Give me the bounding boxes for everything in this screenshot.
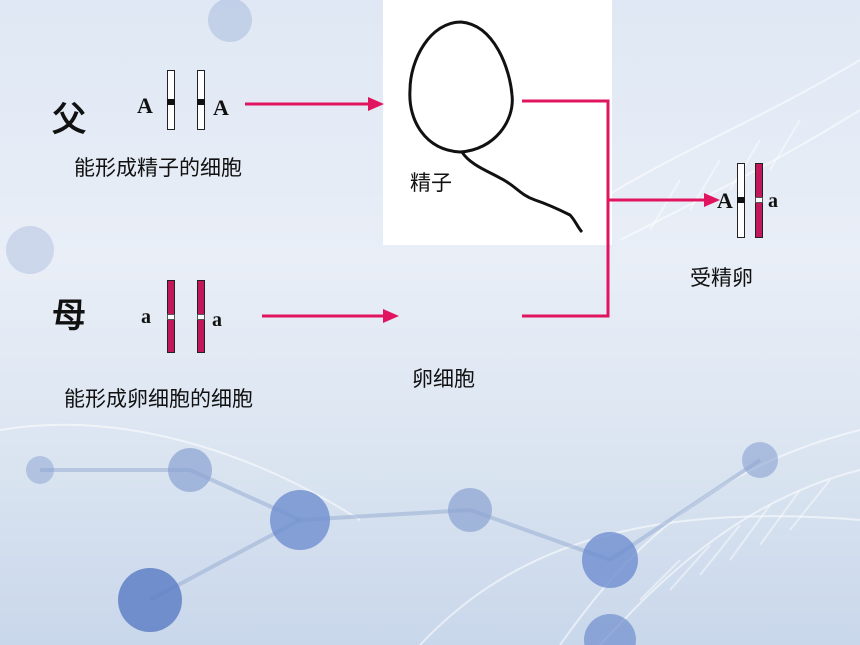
- sperm-label: 精子: [410, 171, 452, 195]
- zygote-allele-right: a: [768, 190, 778, 212]
- sperm-connector: [522, 99, 610, 318]
- mother-allele-right: a: [212, 309, 222, 331]
- zygote-label: 受精卵: [690, 266, 753, 290]
- mother-chromosome-left: [167, 280, 175, 353]
- mother-arrowhead: [383, 309, 399, 323]
- sperm-panel: [383, 0, 612, 245]
- father-chromosome-right: [197, 70, 205, 130]
- father-chromosome-left: [167, 70, 175, 130]
- zygote-allele-left: A: [717, 188, 733, 213]
- sperm-icon: [408, 20, 584, 234]
- father-title: 父: [52, 100, 86, 140]
- father-allele-left: A: [137, 93, 153, 118]
- zygote-arrowhead: [704, 193, 720, 207]
- mother-allele-left: a: [141, 306, 151, 328]
- mother-caption: 能形成卵细胞的细胞: [64, 387, 253, 411]
- father-caption: 能形成精子的细胞: [74, 156, 242, 180]
- egg-label: 卵细胞: [412, 367, 475, 391]
- mother-title: 母: [52, 296, 86, 336]
- father-allele-right: A: [213, 95, 229, 120]
- father-arrowhead: [368, 97, 384, 111]
- zygote-chromosome-right: [755, 163, 763, 238]
- mother-chromosome-right: [197, 280, 205, 353]
- zygote-chromosome-left: [737, 163, 745, 238]
